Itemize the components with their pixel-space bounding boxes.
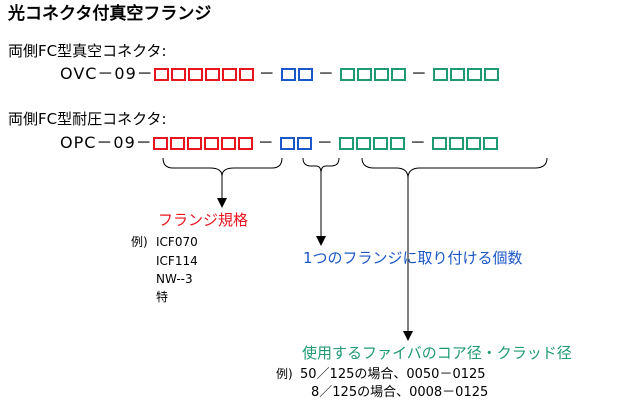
- pressure-core-boxes: [338, 137, 405, 150]
- code-placeholder-box: [279, 137, 295, 150]
- code-placeholder-box: [432, 68, 448, 81]
- pressure-connector-label: 両側FC型耐圧コネクタ:: [8, 110, 167, 128]
- code-placeholder-box: [431, 137, 447, 150]
- flange-standard-heading: フランジ規格: [158, 211, 249, 229]
- flange-example-prefix: 例): [131, 235, 148, 249]
- vacuum-dash-3: －: [410, 64, 428, 83]
- code-placeholder-box: [203, 137, 219, 150]
- code-placeholder-box: [373, 68, 389, 81]
- pressure-dash-2: －: [316, 133, 334, 152]
- vacuum-dash-1: －: [258, 64, 276, 83]
- flange-item-1: ICF070: [156, 235, 198, 249]
- vacuum-part-number: OVC－09－ － － －: [60, 66, 499, 82]
- fiber-arrow-head: [403, 331, 413, 341]
- vacuum-count-boxes: [280, 68, 313, 81]
- code-placeholder-box: [390, 68, 406, 81]
- code-placeholder-box: [187, 68, 203, 81]
- code-placeholder-box: [389, 137, 405, 150]
- code-placeholder-box: [204, 68, 220, 81]
- code-placeholder-box: [339, 68, 355, 81]
- page-title: 光コネクタ付真空フランジ: [8, 4, 212, 24]
- code-placeholder-box: [186, 137, 202, 150]
- flange-item-2: ICF114: [156, 254, 198, 268]
- vacuum-clad-boxes: [432, 68, 499, 81]
- code-placeholder-box: [483, 68, 499, 81]
- pressure-clad-boxes: [431, 137, 498, 150]
- pressure-part-number: OPC－09－ － － －: [60, 135, 498, 151]
- code-placeholder-box: [466, 68, 482, 81]
- code-placeholder-box: [152, 137, 168, 150]
- flange-item-4: 特: [156, 290, 169, 304]
- vacuum-core-boxes: [339, 68, 406, 81]
- code-placeholder-box: [280, 68, 296, 81]
- fiber-example-2: 8／125の場合、0008－0125: [311, 385, 489, 400]
- code-placeholder-box: [482, 137, 498, 150]
- code-placeholder-box: [221, 68, 237, 81]
- pressure-dash-1: －: [257, 133, 275, 152]
- flange-arrow-head: [217, 198, 227, 208]
- code-placeholder-box: [449, 68, 465, 81]
- code-placeholder-box: [355, 137, 371, 150]
- code-placeholder-box: [448, 137, 464, 150]
- flange-item-3: NW--3: [156, 272, 193, 286]
- code-placeholder-box: [170, 68, 186, 81]
- count-note: 1つのフランジに取り付ける個数: [303, 249, 523, 267]
- vacuum-dash-2: －: [317, 64, 335, 83]
- code-placeholder-box: [297, 68, 313, 81]
- code-placeholder-box: [372, 137, 388, 150]
- code-placeholder-box: [238, 68, 254, 81]
- code-placeholder-box: [465, 137, 481, 150]
- vacuum-flange-boxes: [153, 68, 254, 81]
- code-placeholder-box: [356, 68, 372, 81]
- pressure-prefix: OPC－09－: [60, 133, 153, 152]
- fiber-example-prefix: 例): [276, 367, 293, 381]
- pressure-count-boxes: [279, 137, 312, 150]
- count-arrow-head: [316, 236, 326, 246]
- code-placeholder-box: [153, 68, 169, 81]
- flange-bracket: [162, 157, 283, 177]
- count-bracket: [302, 157, 340, 174]
- vacuum-prefix: OVC－09－: [60, 64, 154, 83]
- code-placeholder-box: [237, 137, 253, 150]
- code-placeholder-box: [338, 137, 354, 150]
- fiber-diameter-heading: 使用するファイバのコア径・クラッド径: [302, 344, 572, 362]
- code-placeholder-box: [296, 137, 312, 150]
- pressure-dash-3: －: [409, 133, 427, 152]
- pressure-flange-boxes: [152, 137, 253, 150]
- fiber-bracket: [361, 157, 548, 179]
- code-placeholder-box: [169, 137, 185, 150]
- fiber-example-1: 50／125の場合、0050－0125: [300, 367, 486, 382]
- vacuum-connector-label: 両側FC型真空コネクタ:: [8, 42, 167, 60]
- code-placeholder-box: [220, 137, 236, 150]
